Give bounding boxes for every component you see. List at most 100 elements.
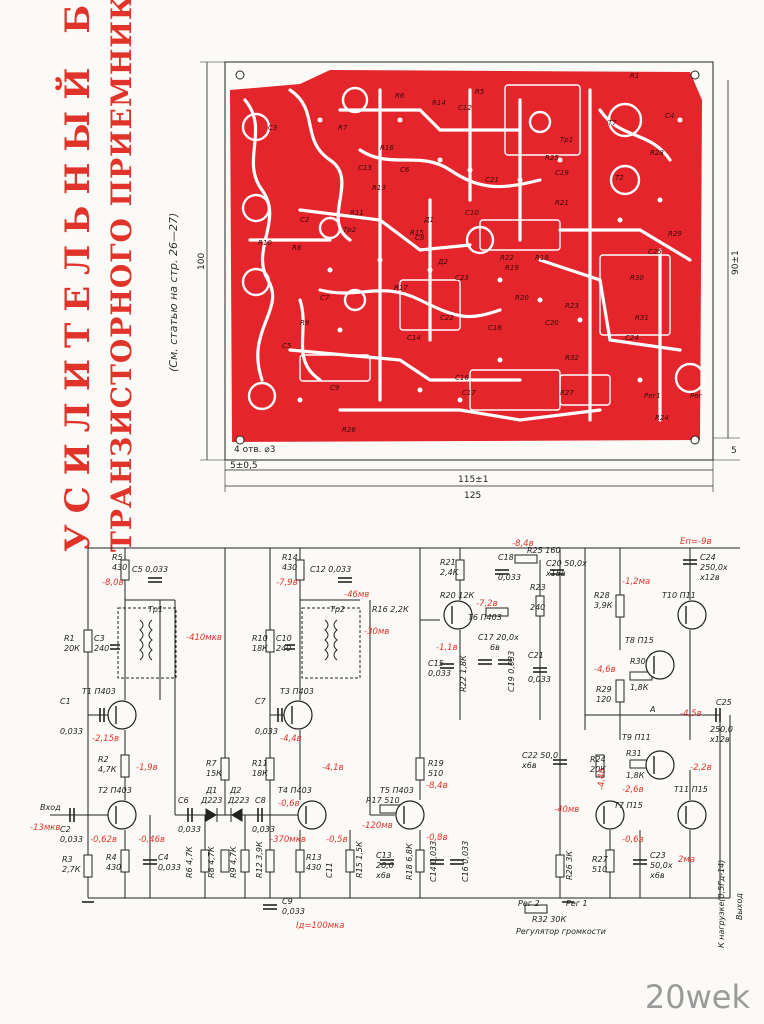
pcb-transistor-pads — [241, 86, 706, 411]
svg-text:R8 4,7К: R8 4,7К — [207, 846, 216, 878]
svg-text:Д2: Д2 — [229, 786, 241, 795]
svg-text:Iд=100мка: Iд=100мка — [296, 921, 345, 931]
svg-text:C10: C10 — [465, 209, 479, 217]
svg-text:R18 6,8К: R18 6,8К — [405, 843, 414, 880]
input-label: Вход — [40, 803, 61, 812]
svg-text:R30: R30 — [630, 274, 644, 282]
transistor-bases — [115, 606, 687, 824]
svg-text:C23: C23 — [650, 851, 666, 860]
svg-text:250,0x: 250,0x — [700, 563, 728, 572]
svg-text:20,0: 20,0 — [376, 861, 394, 870]
dim-height: 100 — [197, 253, 207, 270]
svg-text:R6: R6 — [395, 92, 405, 100]
svg-text:Д1: Д1 — [423, 216, 434, 224]
transistor-t4 — [297, 800, 327, 830]
svg-text:Тр1: Тр1 — [148, 605, 163, 614]
svg-text:C19 0,033: C19 0,033 — [507, 651, 516, 692]
svg-text:Д1: Д1 — [205, 786, 217, 795]
svg-text:430: 430 — [112, 563, 127, 572]
svg-text:R31: R31 — [626, 749, 642, 758]
svg-text:250,0: 250,0 — [710, 725, 733, 734]
svg-text:C14 0,033: C14 0,033 — [429, 841, 438, 882]
svg-text:-0,5в: -0,5в — [326, 835, 348, 845]
svg-text:430: 430 — [306, 863, 321, 872]
svg-text:R29: R29 — [668, 230, 682, 238]
svg-text:x6в: x6в — [649, 871, 665, 880]
svg-text:R26: R26 — [342, 426, 356, 434]
svg-text:R26 3К: R26 3К — [565, 851, 574, 880]
svg-text:R19: R19 — [428, 759, 444, 768]
svg-text:-13мкв: -13мкв — [30, 823, 60, 833]
svg-text:R14: R14 — [432, 99, 446, 107]
svg-text:C23: C23 — [455, 274, 469, 282]
svg-text:C6: C6 — [400, 166, 410, 174]
svg-text:0,033: 0,033 — [528, 675, 551, 684]
svg-text:R17: R17 — [394, 284, 408, 292]
svg-text:R29: R29 — [596, 685, 612, 694]
svg-text:-0,8в: -0,8в — [426, 833, 448, 843]
svg-text:А: А — [649, 705, 655, 714]
svg-text:-8,4в: -8,4в — [426, 781, 448, 791]
svg-text:C5 0,033: C5 0,033 — [132, 565, 168, 574]
svg-text:-4,4в: -4,4в — [280, 734, 302, 744]
regulator-label: Регулятор громкости — [516, 927, 606, 936]
svg-text:-120мв: -120мв — [362, 821, 393, 831]
transistor-t9 — [645, 750, 675, 780]
transistors — [107, 600, 707, 830]
pcb-labels: R1 R5 R6 R7 R8 R9 R10 R11 R13 R14 R15 R1… — [258, 72, 703, 434]
svg-text:-1,1в: -1,1в — [436, 643, 458, 653]
svg-text:-0,6в: -0,6в — [278, 799, 300, 809]
transistor-t10 — [677, 600, 707, 630]
svg-text:T1 П403: T1 П403 — [82, 687, 116, 696]
svg-text:R16 2,2К: R16 2,2К — [372, 605, 409, 614]
svg-text:C3: C3 — [94, 634, 105, 643]
svg-text:240: 240 — [94, 644, 109, 653]
svg-text:-2,2в: -2,2в — [690, 763, 712, 773]
svg-text:R25 160: R25 160 — [527, 546, 561, 555]
pcb-pads — [297, 117, 683, 403]
svg-text:R20 12К: R20 12К — [440, 591, 474, 600]
pcb-copper — [230, 70, 702, 442]
svg-text:R7: R7 — [206, 759, 218, 768]
svg-text:R16: R16 — [380, 144, 394, 152]
svg-text:C12 0,033: C12 0,033 — [310, 565, 351, 574]
svg-text:R32: R32 — [565, 354, 579, 362]
svg-text:0,033: 0,033 — [178, 825, 201, 834]
svg-text:C24: C24 — [625, 334, 639, 342]
svg-text:15К: 15К — [206, 769, 222, 778]
svg-text:-4,5в: -4,5в — [680, 709, 702, 719]
svg-text:0,033: 0,033 — [498, 573, 521, 582]
svg-text:-0,6в: -0,6в — [622, 835, 644, 845]
svg-text:R23: R23 — [530, 583, 546, 592]
svg-text:-370мкв: -370мкв — [270, 835, 306, 845]
dim-width-outer: 125 — [464, 491, 481, 501]
svg-text:C8: C8 — [415, 234, 425, 242]
svg-text:R15: R15 — [410, 229, 424, 237]
svg-text:18К: 18К — [252, 769, 268, 778]
svg-text:C22 50,0: C22 50,0 — [522, 751, 558, 760]
svg-text:1,8К: 1,8К — [626, 771, 645, 780]
svg-text:240: 240 — [276, 644, 291, 653]
output-label: Выход — [735, 893, 744, 920]
svg-text:-46мв: -46мв — [344, 590, 369, 600]
svg-text:0,033: 0,033 — [428, 669, 451, 678]
svg-text:R20: R20 — [515, 294, 529, 302]
svg-text:-40мв: -40мв — [554, 805, 579, 815]
svg-text:T7: T7 — [608, 119, 617, 127]
svg-text:C14: C14 — [407, 334, 421, 342]
svg-text:R13: R13 — [306, 853, 322, 862]
svg-text:R5: R5 — [475, 88, 485, 96]
svg-text:C4: C4 — [665, 112, 674, 120]
resistors — [83, 554, 653, 914]
transistor-t5 — [395, 800, 425, 830]
svg-text:Д223: Д223 — [227, 796, 250, 805]
svg-text:C9: C9 — [330, 384, 340, 392]
svg-text:-2,6в: -2,6в — [622, 785, 644, 795]
svg-text:R15 1,5К: R15 1,5К — [355, 841, 364, 878]
svg-text:Рег1: Рег1 — [644, 392, 661, 400]
svg-text:120: 120 — [596, 695, 611, 704]
svg-text:R7: R7 — [338, 124, 348, 132]
svg-text:R28: R28 — [594, 591, 610, 600]
